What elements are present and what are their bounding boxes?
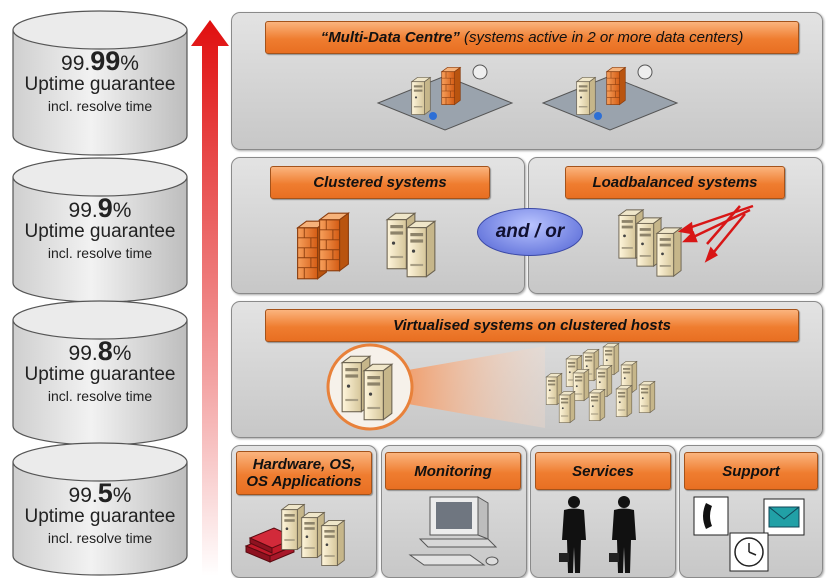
datacenter-graphics — [376, 64, 679, 131]
and-or-connector: and / or — [477, 208, 583, 256]
people-icon — [559, 496, 636, 573]
clustered-graphics — [297, 212, 436, 280]
uptime-arrow — [191, 20, 229, 576]
uptime-tier-9999: 99.99% Uptime guarantee incl. resolve ti… — [12, 8, 188, 156]
clustered-label: Clustered systems — [270, 166, 490, 199]
uptime-sub: incl. resolve time — [47, 530, 153, 546]
uptime-label: Uptime guarantee — [24, 221, 176, 242]
uptime-tier-995: 99.5% Uptime guarantee incl. resolve tim… — [12, 440, 188, 576]
uptime-label: Uptime guarantee — [24, 364, 176, 385]
clock-icon — [729, 532, 769, 572]
virtualised-graphics — [326, 343, 656, 431]
uptime-sub: incl. resolve time — [47, 245, 153, 261]
uptime-percent: 99.5% — [68, 478, 132, 508]
uptime-sub: incl. resolve time — [47, 98, 153, 114]
phone-icon — [693, 496, 729, 536]
support-label: Support — [684, 452, 818, 490]
uptime-percent: 99.9% — [68, 193, 132, 223]
virtualised-label: Virtualised systems on clustered hosts — [265, 309, 799, 342]
hardware-label: Hardware, OS,OS Applications — [236, 451, 372, 495]
datacenter-2-icon — [541, 64, 679, 131]
services-label: Services — [535, 452, 671, 490]
hardware-graphics — [244, 504, 345, 566]
uptime-label: Uptime guarantee — [24, 74, 176, 95]
mail-icon — [763, 498, 805, 536]
uptime-tier-999: 99.9% Uptime guarantee incl. resolve tim… — [12, 155, 188, 303]
multi-dc-label: “Multi-Data Centre” (systems active in 2… — [265, 21, 799, 54]
uptime-tier-998: 99.8% Uptime guarantee incl. resolve tim… — [12, 298, 188, 446]
uptime-sub: incl. resolve time — [47, 388, 153, 404]
monitoring-label: Monitoring — [385, 452, 521, 490]
datacenter-1-icon — [376, 64, 514, 131]
uptime-percent: 99.99% — [61, 46, 139, 76]
computer-icon — [408, 496, 499, 566]
loadbalanced-label: Loadbalanced systems — [565, 166, 785, 199]
uptime-label: Uptime guarantee — [24, 506, 176, 527]
support-graphics — [693, 496, 805, 572]
loadbalanced-graphics — [618, 204, 754, 277]
uptime-percent: 99.8% — [68, 336, 132, 366]
